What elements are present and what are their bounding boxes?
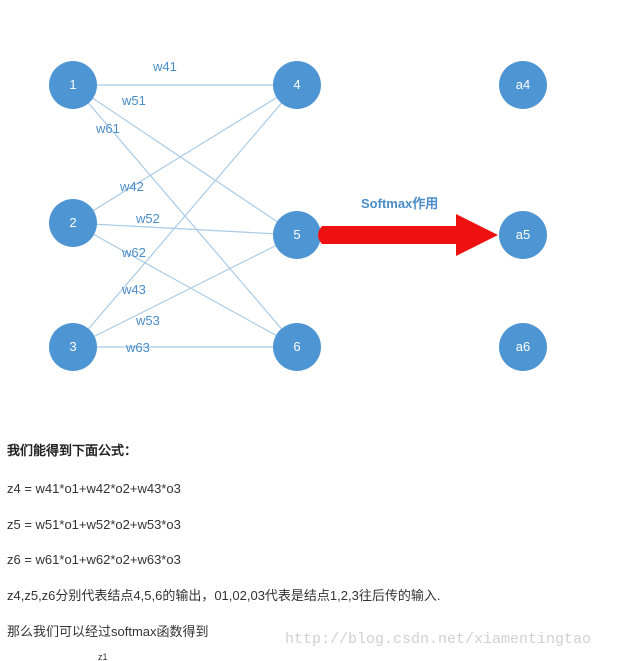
node-a5-label: a5	[516, 227, 530, 242]
formula-heading: 我们能得到下面公式：	[7, 443, 138, 458]
node-3	[49, 323, 97, 371]
output-layer: a4 a5 a6	[499, 61, 547, 371]
node-1	[49, 61, 97, 109]
edges	[72, 84, 298, 348]
node-6-label: 6	[293, 339, 300, 354]
formula-fragment: z1	[98, 652, 108, 661]
weight-label-w52: w52	[135, 211, 160, 226]
edge-3-5	[72, 234, 298, 348]
neural-network-diagram: 1 2 3 4 5 6 a4 a5 a6 Softmax作用	[49, 59, 547, 371]
equation-z6: z6 = w61*o1+w62*o2+w63*o3	[7, 552, 181, 567]
node-a6	[499, 323, 547, 371]
node-5	[273, 211, 321, 259]
edge-3-4	[72, 84, 298, 348]
node-5-label: 5	[293, 227, 300, 242]
weight-label-w63: w63	[125, 340, 150, 355]
input-layer: 1 2 3	[49, 61, 97, 371]
node-a6-label: a6	[516, 339, 530, 354]
edge-2-6	[72, 222, 298, 348]
weight-label-w42: w42	[119, 179, 144, 194]
weight-labels: w41 w51 w61 w42 w52 w62 w43 w53 w63	[95, 59, 177, 355]
equation-z5: z5 = w51*o1+w52*o2+w53*o3	[7, 517, 181, 532]
node-2	[49, 199, 97, 247]
edge-2-5	[72, 222, 298, 236]
variables-description: z4,z5,z6分别代表结点4,5,6的输出，01,02,03代表是结点1,2,…	[7, 588, 441, 603]
weight-label-w53: w53	[135, 313, 160, 328]
node-a5	[499, 211, 547, 259]
blog-watermark: http://blog.csdn.net/xiamentingtao	[285, 631, 592, 648]
weight-label-w51: w51	[121, 93, 146, 108]
node-2-label: 2	[69, 215, 76, 230]
softmax-arrow-label: Softmax作用	[361, 196, 438, 211]
weight-label-w62: w62	[121, 245, 146, 260]
softmax-arrow: Softmax作用	[318, 196, 498, 256]
node-a4	[499, 61, 547, 109]
weight-label-w43: w43	[121, 282, 146, 297]
softmax-intro: 那么我们可以经过softmax函数得到	[7, 624, 209, 639]
red-arrow-icon	[318, 214, 498, 256]
node-3-label: 3	[69, 339, 76, 354]
equation-z4: z4 = w41*o1+w42*o2+w43*o3	[7, 481, 181, 496]
node-1-label: 1	[69, 77, 76, 92]
node-4-label: 4	[293, 77, 300, 92]
node-6	[273, 323, 321, 371]
edge-1-5	[72, 84, 298, 236]
weight-label-w61: w61	[95, 121, 120, 136]
weight-label-w41: w41	[152, 59, 177, 74]
node-4	[273, 61, 321, 109]
edge-2-4	[72, 84, 298, 224]
hidden-layer: 4 5 6	[273, 61, 321, 371]
node-a4-label: a4	[516, 77, 530, 92]
